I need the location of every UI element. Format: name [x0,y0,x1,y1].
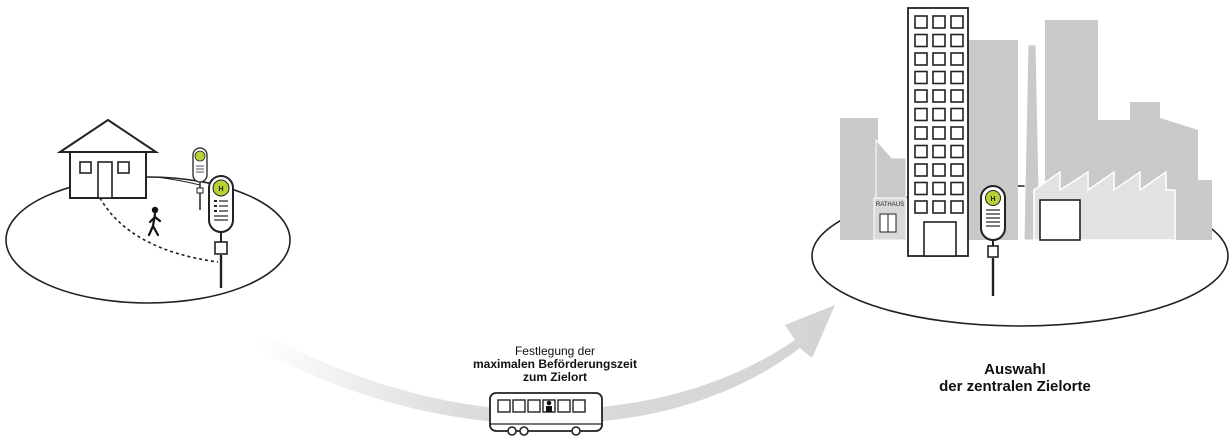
town-hall-label: RATHAUS [876,202,904,208]
high-rise-window [932,200,946,214]
high-rise-window [950,89,964,103]
high-rise-window [950,126,964,140]
high-rise-window [914,181,928,196]
high-rise-window [932,15,946,29]
high-rise-window [914,200,928,214]
high-rise-window [914,126,928,140]
high-rise-window [950,163,964,177]
high-rise-window [950,70,964,85]
bus-caption-line3: zum Zielort [522,370,587,385]
high-rise-window [932,33,946,48]
high-rise-window [932,107,946,122]
stop-sign-letter: H [218,186,223,193]
bus-icon [489,392,603,436]
town-hall: RATHAUS [873,197,907,241]
bus-caption-line2: maximalen Beförderungszeit [472,357,638,372]
bus-stop-icon: H [208,175,234,288]
high-rise-window [914,52,928,66]
high-rise-window [950,33,964,48]
destination-caption-line1: Auswahl [984,361,1046,378]
factory-icon [1033,170,1176,241]
city-stop-sign-letter: H [990,196,995,203]
destination-caption: Auswahl der zentralen Zielorte [900,361,1130,395]
high-rise-window [950,200,964,214]
high-rise-window [932,89,946,103]
high-rise-window [914,70,928,85]
destination-city: RATHAUS H [811,7,1229,327]
high-rise-window [914,107,928,122]
high-rise-window [950,15,964,29]
origin-village: H [5,118,291,304]
high-rise-window [914,89,928,103]
high-rise-window [914,33,928,48]
bus-caption: Festlegung der maximalen Beförderungszei… [430,344,680,385]
high-rise-window [950,181,964,196]
high-rise-window [932,163,946,177]
high-rise-window [950,52,964,66]
high-rise-window [932,70,946,85]
high-rise-window [932,181,946,196]
destination-caption-line2: der zentralen Zielorte [939,377,1091,395]
high-rise-window [914,15,928,29]
high-rise-window [950,107,964,122]
high-rise-window [932,126,946,140]
pedestrian-icon [147,206,162,237]
high-rise-window [932,144,946,159]
high-rise-window [914,163,928,177]
bus-stop-icon-small [192,147,208,210]
high-rise-icon [907,7,969,257]
bus-caption-line1: Festlegung der [514,344,596,358]
house-icon [56,118,160,199]
high-rise-window [914,144,928,159]
city-bus-stop-icon: H [980,185,1006,296]
high-rise-window [932,52,946,66]
walking-path [99,197,219,263]
curved-arrow [258,305,835,425]
origin-ground-ellipse [5,176,291,304]
high-rise-window [950,144,964,159]
